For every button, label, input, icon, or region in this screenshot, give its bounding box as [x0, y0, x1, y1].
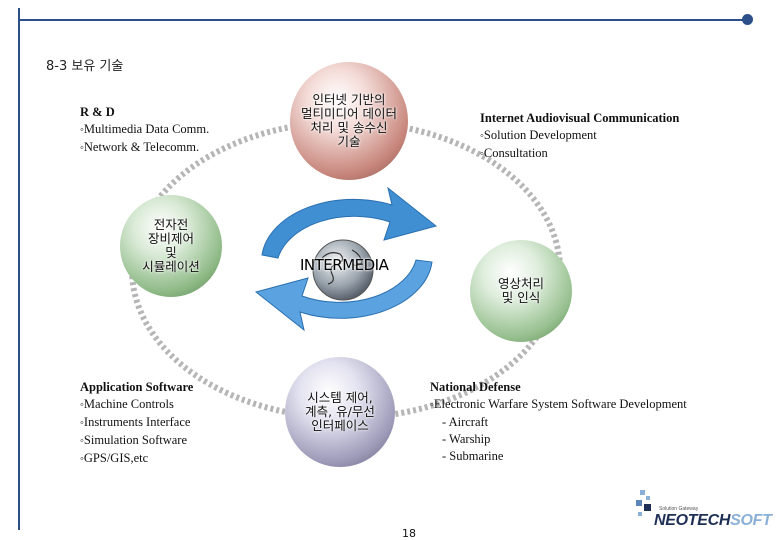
sphere-line: 멀티미디어 데이터 [301, 106, 397, 121]
defense-subitem: - Submarine [442, 449, 504, 463]
neotech-logo: NEOTECHSOFT [654, 512, 772, 530]
app-software-block: Application Software Machine Controls In… [80, 379, 193, 468]
logo-tagline: Solution Gateway [659, 506, 699, 512]
defense-subitem: - Warship [442, 432, 491, 446]
sphere-line: 전자전 [153, 217, 189, 232]
sphere-line: 시뮬레이션 [142, 259, 200, 274]
sphere-line: 처리 및 송수신 [310, 120, 388, 135]
iac-item: Consultation [480, 145, 679, 163]
sphere-line: 영상처리 [497, 276, 544, 291]
neotech-logo-mark-icon [636, 490, 651, 516]
sphere-line: 장비제어 [147, 231, 194, 246]
sphere-line: 기술 [337, 134, 361, 149]
sphere-line: 및 [165, 245, 177, 260]
app-software-item: GPS/GIS,etc [80, 450, 193, 468]
sphere-electronic-warfare: 전자전 장비제어 및 시뮬레이션 [120, 195, 222, 297]
sphere-image-processing: 영상처리 및 인식 [470, 240, 572, 342]
defense-heading: National Defense [430, 380, 521, 394]
section-title: 8-3 보유 기술 [46, 59, 124, 74]
intermedia-label: INTERMEDIA [300, 256, 389, 274]
app-software-item: Simulation Software [80, 432, 193, 450]
rd-item: Network & Telecomm. [80, 139, 209, 157]
app-software-item: Instruments Interface [80, 414, 193, 432]
logo-name-main: NEOTECH [654, 512, 731, 529]
rd-block: R & D Multimedia Data Comm. Network & Te… [80, 104, 209, 157]
sphere-internet-multimedia: 인터넷 기반의 멀티미디어 데이터 처리 및 송수신 기술 [290, 62, 408, 180]
rd-item: Multimedia Data Comm. [80, 121, 209, 139]
defense-block: National Defense Electronic Warfare Syst… [430, 379, 687, 465]
cycle-arrow-top [261, 186, 438, 259]
sphere-line: 계측, 유/무선 [305, 404, 375, 419]
left-frame-line [18, 8, 20, 530]
top-frame-line [20, 19, 748, 21]
frame-end-dot [742, 14, 753, 25]
sphere-line: 인터페이스 [311, 418, 369, 433]
sphere-line: 인터넷 기반의 [312, 92, 386, 107]
defense-subitem: - Aircraft [442, 415, 489, 429]
sphere-line: 시스템 제어, [307, 390, 373, 405]
app-software-item: Machine Controls [80, 396, 193, 414]
rd-heading: R & D [80, 105, 115, 119]
iac-item: Solution Development [480, 127, 679, 145]
sphere-line: 및 인식 [501, 290, 541, 305]
defense-item: Electronic Warfare System Software Devel… [430, 396, 687, 414]
app-software-heading: Application Software [80, 380, 194, 394]
page-number: 18 [402, 527, 416, 540]
logo-name-accent: SOFT [730, 512, 772, 529]
iac-block: Internet Audiovisual Communication Solut… [480, 110, 679, 163]
iac-heading: Internet Audiovisual Communication [480, 111, 680, 125]
sphere-system-control: 시스템 제어, 계측, 유/무선 인터페이스 [285, 357, 395, 467]
cycle-arrow-bottom [254, 259, 433, 332]
